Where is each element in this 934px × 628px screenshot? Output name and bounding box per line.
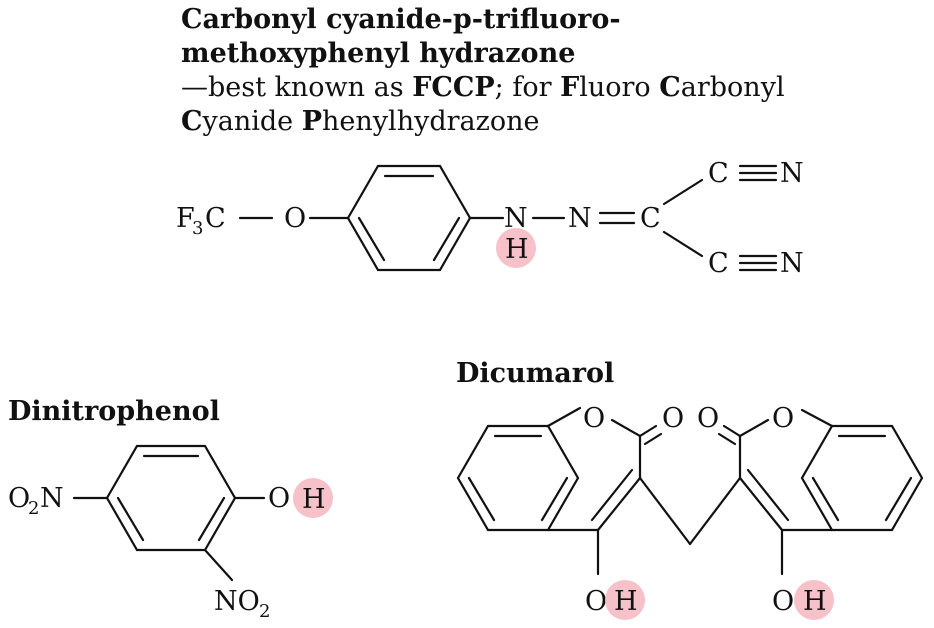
- fccp-atom-n-bottom: N: [780, 248, 804, 279]
- dicumarol-o-left: O: [585, 586, 607, 617]
- dinitrophenol-structure: O 2 N O H NO 2: [8, 444, 333, 622]
- fccp-atom-o: O: [284, 203, 306, 234]
- dnp-atom-o: O: [268, 483, 290, 514]
- dicumarol-carbonyl-bond: [717, 432, 737, 446]
- dicumarol-ring-double-bond: [467, 476, 496, 522]
- fccp-benzene-ring: [346, 164, 472, 272]
- dicumarol-o-right: O: [772, 586, 794, 617]
- dicumarol-acidic-h-highlight-right: [794, 580, 834, 620]
- fccp-bond-c-c-bottom: [662, 230, 704, 258]
- dicumarol-ring-o-right: O: [772, 403, 794, 434]
- dicumarol-bond: [738, 418, 770, 438]
- dicumarol-double-bond: [590, 468, 634, 522]
- fccp-atom-c: C: [205, 203, 226, 234]
- dicumarol-acidic-h-highlight-left: [605, 580, 645, 620]
- dinitrophenol-title: Dinitrophenol: [8, 396, 220, 427]
- dicumarol-carbonyl-bond: [638, 424, 658, 438]
- dnp-atom-h: H: [302, 484, 326, 515]
- dicumarol-methylene-bond: [638, 476, 692, 546]
- fccp-title-line2: methoxyphenyl hydrazone: [181, 38, 576, 69]
- dicumarol-double-bond: [746, 468, 790, 522]
- dnp-ring-double-bond: [116, 496, 145, 542]
- dnp-no2-subscript: 2: [259, 601, 270, 622]
- fccp-atom-c-bottom: C: [708, 248, 729, 279]
- dicumarol-ring-double-bond: [884, 476, 913, 522]
- dicumarol-structure: O O O H O O O H: [456, 403, 924, 620]
- fccp-description-line2: Cyanide Phenylhydrazone: [181, 106, 540, 137]
- fccp-title-line1: Carbonyl cyanide-p-trifluoro-: [181, 4, 621, 35]
- fccp-ring-double-bond: [357, 216, 386, 262]
- dnp-benzene-ring: [105, 444, 237, 552]
- fccp-atom-h: H: [505, 234, 529, 265]
- dicumarol-bond: [596, 476, 642, 532]
- dnp-bond-ring-no2: [203, 548, 234, 582]
- dicumarol-bond: [610, 418, 642, 438]
- dicumarol-carbonyl-o-left: O: [662, 403, 684, 434]
- fccp-atom-n2: N: [568, 203, 592, 234]
- fccp-description-line1: —best known as FCCP; for Fluoro Carbonyl: [181, 72, 785, 103]
- fccp-atom-f: F: [176, 203, 195, 234]
- dicumarol-h-right: H: [803, 586, 827, 617]
- dicumarol-bond: [546, 406, 582, 428]
- dnp-o2n-atom-n: N: [40, 483, 64, 514]
- dicumarol-left-benzene-ring: [456, 424, 580, 532]
- dicumarol-h-left: H: [614, 586, 638, 617]
- dicumarol-ring-double-bond: [811, 476, 840, 522]
- fccp-atom-n-top: N: [780, 158, 804, 189]
- dicumarol-methylene-bond: [688, 476, 742, 546]
- fccp-subscript-3: 3: [192, 218, 203, 239]
- fccp-atom-c-top: C: [708, 158, 729, 189]
- dicumarol-ring-o-left: O: [583, 403, 605, 434]
- dicumarol-title: Dicumarol: [456, 358, 615, 389]
- dnp-acidic-h-highlight: [293, 478, 333, 518]
- dicumarol-carbonyl-o-right: O: [697, 403, 719, 434]
- fccp-atom-n1: N: [504, 203, 528, 234]
- dnp-no2-atoms: NO: [214, 586, 260, 617]
- dnp-ring-double-bond: [197, 496, 226, 542]
- fccp-structure: F 3 C O N H N C C N C N: [176, 158, 804, 279]
- dicumarol-bond: [800, 408, 834, 428]
- fccp-abbreviation: FCCP: [412, 72, 495, 103]
- dicumarol-bond: [738, 476, 784, 532]
- dicumarol-right-benzene-ring: [800, 424, 924, 532]
- fccp-bond-c-c-top: [662, 178, 704, 206]
- dnp-o2n-subscript: 2: [28, 498, 39, 519]
- dicumarol-carbonyl-bond: [643, 432, 663, 446]
- fccp-acidic-h-highlight: [496, 228, 536, 268]
- fccp-ring-double-bond: [432, 216, 461, 262]
- dicumarol-carbonyl-bond: [722, 424, 742, 438]
- dnp-o2n-atom-o: O: [8, 483, 30, 514]
- fccp-atom-c-center: C: [640, 203, 661, 234]
- dicumarol-ring-double-bond: [540, 476, 569, 522]
